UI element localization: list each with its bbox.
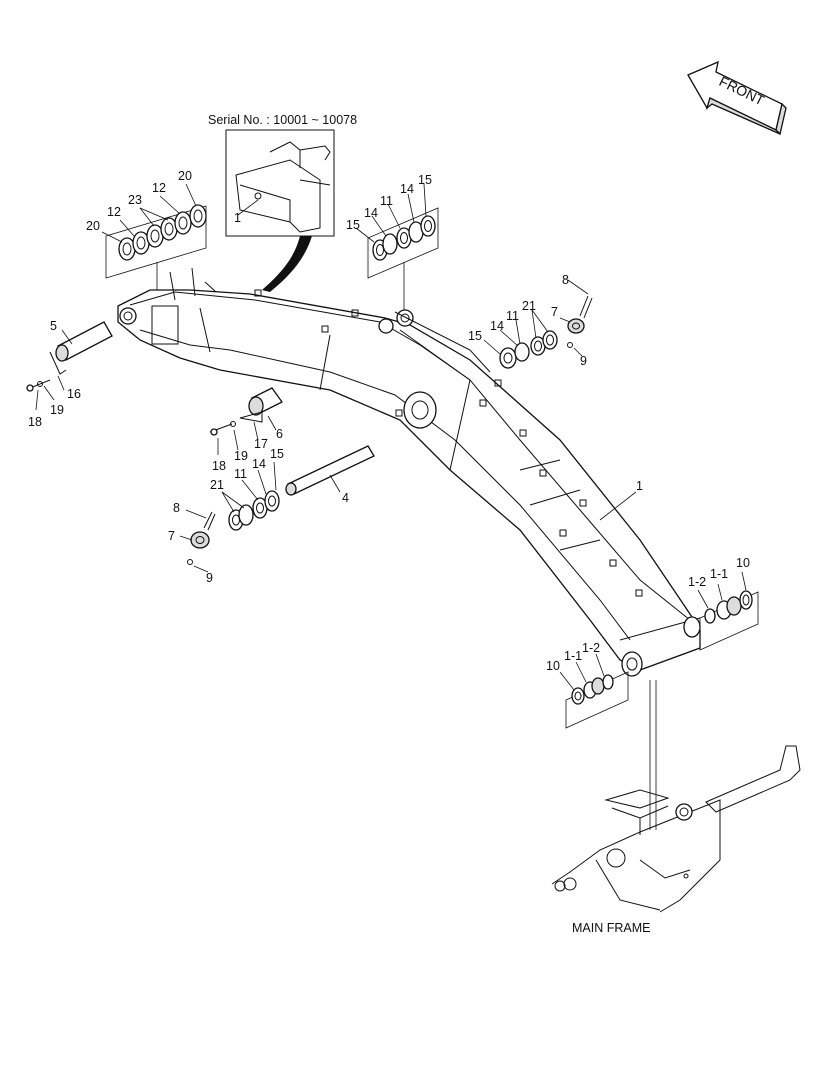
callout-14-mid: 14 xyxy=(490,319,504,333)
callout-19-b: 19 xyxy=(234,449,248,463)
main-frame-label: MAIN FRAME xyxy=(572,921,650,935)
callout-1-2-right: 1-2 xyxy=(688,575,706,589)
serial-caption: Serial No. : 10001 ~ 10078 xyxy=(208,113,357,127)
callout-7-left: 7 xyxy=(168,529,175,543)
callout-15-top: 15 xyxy=(346,218,360,232)
inset-pointer-arrow xyxy=(262,236,312,292)
washer-set-right-mid xyxy=(483,309,558,369)
bolt-18-a xyxy=(26,375,65,411)
serial-inset-box xyxy=(225,129,335,237)
callout-12-a: 12 xyxy=(107,205,121,219)
callout-10-right: 10 xyxy=(736,556,750,570)
pin-5 xyxy=(49,321,113,375)
callout-18-b: 18 xyxy=(212,459,226,473)
callout-12-b: 12 xyxy=(152,181,166,195)
washer-set-left-mid xyxy=(221,461,280,531)
callout-15-top2: 15 xyxy=(418,173,432,187)
callout-14-top: 14 xyxy=(364,206,378,220)
callout-1-2-left: 1-2 xyxy=(582,641,600,655)
callout-6: 6 xyxy=(276,427,283,441)
callout-18-a: 18 xyxy=(28,415,42,429)
bushing-6 xyxy=(209,387,283,455)
callout-11-top: 11 xyxy=(380,194,393,208)
cap-bolt-set-left xyxy=(179,509,216,573)
callout-11-mid: 11 xyxy=(506,309,519,323)
washer-stack-upper-mid xyxy=(355,183,439,310)
cap-bolt-set-right xyxy=(559,279,593,357)
callout-19-a: 19 xyxy=(50,403,64,417)
callout-7-right: 7 xyxy=(551,305,558,319)
foot-washer-stack-left xyxy=(559,653,657,830)
leader-1-boom xyxy=(599,491,637,521)
callout-9-right: 9 xyxy=(580,354,587,368)
washer-stack-upper-left xyxy=(101,183,207,300)
boom-body xyxy=(117,267,701,677)
callout-4: 4 xyxy=(342,491,349,505)
callout-1-1-left: 1-1 xyxy=(564,649,582,663)
callout-8-left: 8 xyxy=(173,501,180,515)
callout-15-left: 15 xyxy=(270,447,284,461)
callout-17: 17 xyxy=(254,437,268,451)
callout-9-left: 9 xyxy=(206,571,213,585)
callout-15-mid: 15 xyxy=(468,329,482,343)
callout-10-left: 10 xyxy=(546,659,560,673)
callout-21-right: 21 xyxy=(522,299,536,313)
foot-washer-stack-right xyxy=(697,571,759,651)
callout-11-left: 11 xyxy=(234,467,247,481)
callout-21-left: 21 xyxy=(210,478,224,492)
callout-8-right: 8 xyxy=(562,273,569,287)
callout-23: 23 xyxy=(128,193,142,207)
callout-16: 16 xyxy=(67,387,81,401)
callout-1-1-right: 1-1 xyxy=(710,567,728,581)
callout-14-top2: 14 xyxy=(400,182,414,196)
front-arrow-icon xyxy=(687,60,787,136)
callout-20-b: 20 xyxy=(178,169,192,183)
callout-20-a: 20 xyxy=(86,219,100,233)
main-frame-drawing xyxy=(551,745,801,913)
callout-1-boom: 1 xyxy=(636,479,643,493)
callout-5: 5 xyxy=(50,319,57,333)
callout-1-inset: 1 xyxy=(234,211,241,225)
callout-14-left: 14 xyxy=(252,457,266,471)
pin-4 xyxy=(285,445,375,496)
